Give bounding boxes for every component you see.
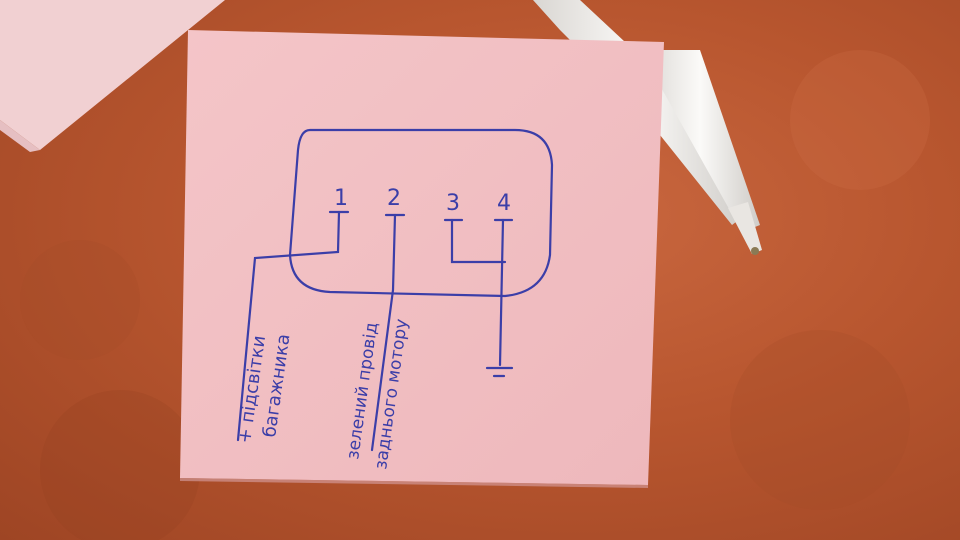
- pin-3-wire: [450, 218, 507, 264]
- sticky-note: [180, 30, 664, 488]
- pin-3-number: 3: [446, 191, 460, 216]
- pin-2-number: 2: [387, 186, 401, 211]
- connector-outline: [288, 128, 554, 298]
- carpet-texture: [20, 50, 930, 540]
- pen: [533, 0, 762, 255]
- pin-1-wire: [236, 210, 341, 442]
- connector-diagram: [236, 128, 554, 452]
- pin-2-wire: [370, 213, 397, 452]
- pin-1-number: 1: [334, 186, 348, 211]
- notepad-stack: [0, 0, 225, 152]
- pin-4-wire: [498, 218, 505, 367]
- pin-4-number: 4: [497, 191, 511, 216]
